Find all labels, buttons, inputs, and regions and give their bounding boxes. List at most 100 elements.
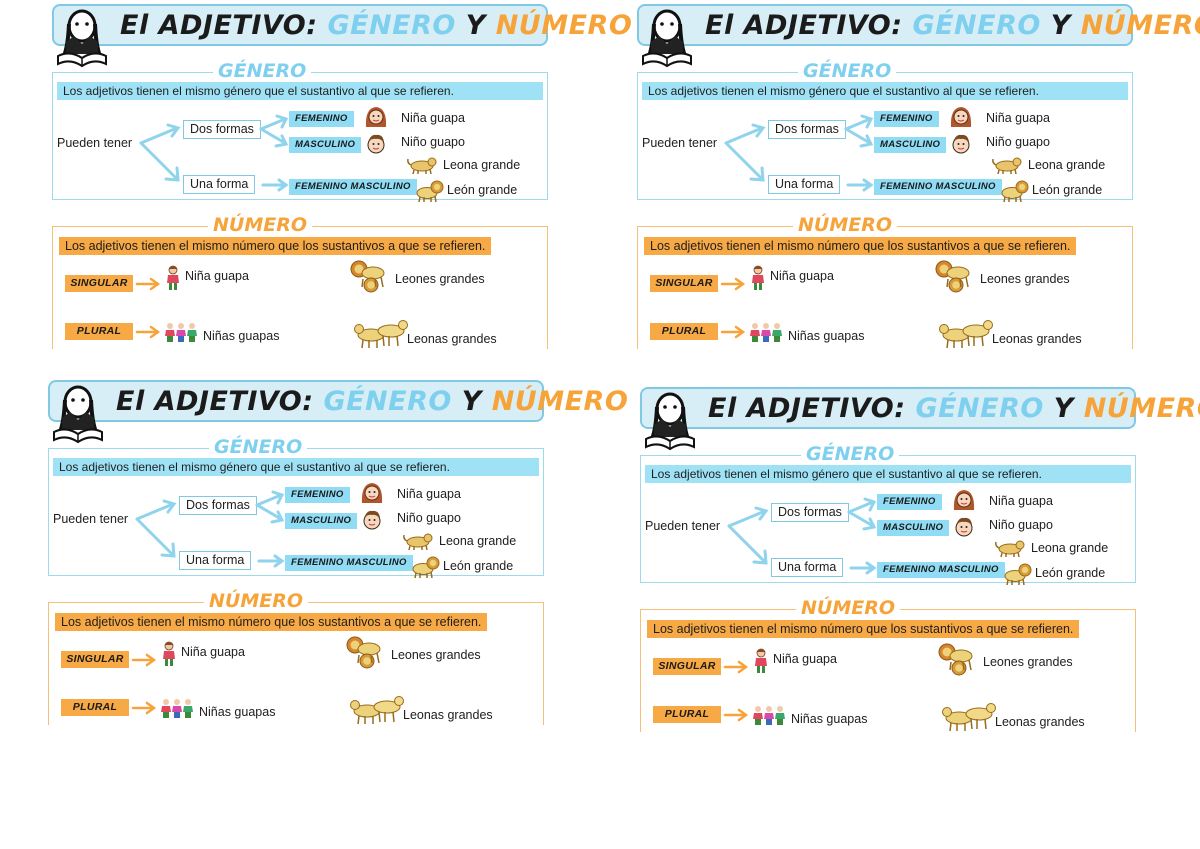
- genero-arrows: [135, 490, 285, 568]
- femenino-tag: FEMENINO: [285, 487, 350, 503]
- numero-panel: NÚMERO Los adjetivos tienen el mismo núm…: [640, 598, 1136, 732]
- numero-heading: NÚMERO: [204, 591, 308, 611]
- girl-figure-icon: [163, 641, 175, 666]
- lionesses-group-icon: [350, 696, 404, 725]
- title-numero: NÚMERO: [1083, 393, 1200, 424]
- title-main: El ADJETIVO:: [120, 10, 318, 41]
- numero-arrows: [131, 653, 157, 715]
- title-genero: GÉNERO: [327, 10, 456, 41]
- title-y: Y: [465, 10, 486, 41]
- girl-face-icon: [365, 107, 387, 127]
- numero-panel: NÚMERO Los adjetivos tienen el mismo núm…: [637, 215, 1133, 349]
- page-title: El ADJETIVO: GÉNERO Y NÚMERO: [120, 10, 632, 41]
- girls-group-icon: [165, 323, 197, 342]
- genero-panel: GÉNERO Los adjetivos tienen el mismo gén…: [48, 437, 544, 579]
- pueden-tener-label: Pueden tener: [642, 136, 718, 150]
- lions-group-icon: [350, 260, 385, 293]
- femenino-tag: FEMENINO: [289, 111, 354, 127]
- page-title: El ADJETIVO: GÉNERO Y NÚMERO: [708, 393, 1200, 424]
- example-plural-leones: Leones grandes: [391, 648, 481, 662]
- femenino-masculino-tag: FEMENINO MASCULINO: [877, 562, 1005, 578]
- pueden-tener-label: Pueden tener: [57, 136, 133, 150]
- example-nina-guapa: Niña guapa: [986, 111, 1050, 125]
- title-numero: NÚMERO: [491, 386, 629, 417]
- page-title: El ADJETIVO: GÉNERO Y NÚMERO: [116, 386, 628, 417]
- example-plural-ninas: Niñas guapas: [791, 712, 868, 726]
- numero-arrows: [723, 660, 749, 722]
- lioness-icon: [995, 540, 1025, 558]
- girl-face-icon: [950, 107, 972, 127]
- title-numero: NÚMERO: [1080, 10, 1200, 41]
- adjective-card-4: El ADJETIVO: GÉNERO Y NÚMERO GÉNERO Los …: [640, 387, 1200, 732]
- lion-icon: [1001, 180, 1029, 203]
- girl-face-icon: [953, 490, 975, 510]
- adjective-card-3: El ADJETIVO: GÉNERO Y NÚMERO GÉNERO Los …: [48, 380, 628, 725]
- numero-rule: Los adjetivos tienen el mismo número que…: [55, 613, 488, 631]
- example-leon-grande: León grande: [447, 183, 518, 197]
- numero-rule: Los adjetivos tienen el mismo número que…: [644, 237, 1077, 255]
- page-title: El ADJETIVO: GÉNERO Y NÚMERO: [705, 10, 1200, 41]
- plural-tag: PLURAL: [650, 323, 718, 340]
- genero-heading: GÉNERO: [209, 437, 308, 457]
- una-forma-box: Una forma: [179, 551, 252, 570]
- example-leon-grande: León grande: [1032, 183, 1103, 197]
- example-plural-leonas: Leonas grandes: [992, 332, 1082, 346]
- femenino-masculino-tag: FEMENINO MASCULINO: [874, 179, 1002, 195]
- femenino-tag: FEMENINO: [874, 111, 939, 127]
- girl-figure-icon: [755, 648, 767, 673]
- una-forma-box: Una forma: [183, 175, 256, 194]
- lion-icon: [1004, 563, 1032, 586]
- lion-icon: [412, 556, 440, 579]
- plural-tag: PLURAL: [61, 699, 129, 716]
- lions-group-icon: [935, 260, 970, 293]
- dos-formas-box: Dos formas: [183, 120, 261, 139]
- title-main: El ADJETIVO:: [705, 10, 903, 41]
- singular-tag: SINGULAR: [653, 658, 721, 675]
- example-nino-guapo: Niño guapo: [401, 135, 465, 149]
- masculino-tag: MASCULINO: [285, 513, 358, 529]
- singular-tag: SINGULAR: [61, 651, 129, 668]
- genero-arrows: [139, 114, 289, 192]
- example-nina-guapa: Niña guapa: [401, 111, 465, 125]
- girls-group-icon: [161, 699, 193, 718]
- pueden-tener-label: Pueden tener: [645, 519, 721, 533]
- genero-heading: GÉNERO: [798, 61, 897, 81]
- genero-rule: Los adjetivos tienen el mismo género que…: [53, 458, 539, 476]
- example-nino-guapo: Niño guapo: [989, 518, 1053, 532]
- example-nina-guapa: Niña guapa: [397, 487, 461, 501]
- lionesses-group-icon: [942, 703, 996, 732]
- boy-face-icon: [952, 134, 970, 154]
- example-plural-leones: Leones grandes: [983, 655, 1073, 669]
- lioness-icon: [992, 157, 1022, 175]
- example-leona-grande: Leona grande: [439, 534, 517, 548]
- plural-tag: PLURAL: [653, 706, 721, 723]
- example-plural-leonas: Leonas grandes: [407, 332, 497, 346]
- girl-face-icon: [361, 483, 383, 503]
- title-genero: GÉNERO: [323, 386, 452, 417]
- lionesses-group-icon: [354, 320, 408, 349]
- example-plural-leones: Leones grandes: [980, 272, 1070, 286]
- genero-heading: GÉNERO: [213, 61, 312, 81]
- title-banner: [640, 387, 1136, 429]
- genero-arrows: [727, 497, 877, 575]
- example-leon-grande: León grande: [1035, 566, 1106, 580]
- title-banner: [48, 380, 544, 422]
- reading-child-icon: [642, 9, 692, 68]
- lioness-icon: [407, 157, 437, 175]
- title-main: El ADJETIVO:: [708, 393, 906, 424]
- genero-rule: Los adjetivos tienen el mismo género que…: [642, 82, 1128, 100]
- genero-panel: GÉNERO Los adjetivos tienen el mismo gén…: [52, 61, 548, 203]
- title-genero: GÉNERO: [912, 10, 1041, 41]
- masculino-tag: MASCULINO: [874, 137, 947, 153]
- una-forma-box: Una forma: [771, 558, 844, 577]
- numero-arrows: [720, 277, 746, 339]
- example-nino-guapo: Niño guapo: [986, 135, 1050, 149]
- genero-rule: Los adjetivos tienen el mismo género que…: [57, 82, 543, 100]
- numero-heading: NÚMERO: [208, 215, 312, 235]
- example-plural-leonas: Leonas grandes: [403, 708, 493, 722]
- numero-panel: NÚMERO Los adjetivos tienen el mismo núm…: [48, 591, 544, 725]
- example-plural-ninas: Niñas guapas: [788, 329, 865, 343]
- girls-group-icon: [750, 323, 782, 342]
- reading-child-icon: [57, 9, 107, 68]
- example-singular-nina: Niña guapa: [181, 645, 245, 659]
